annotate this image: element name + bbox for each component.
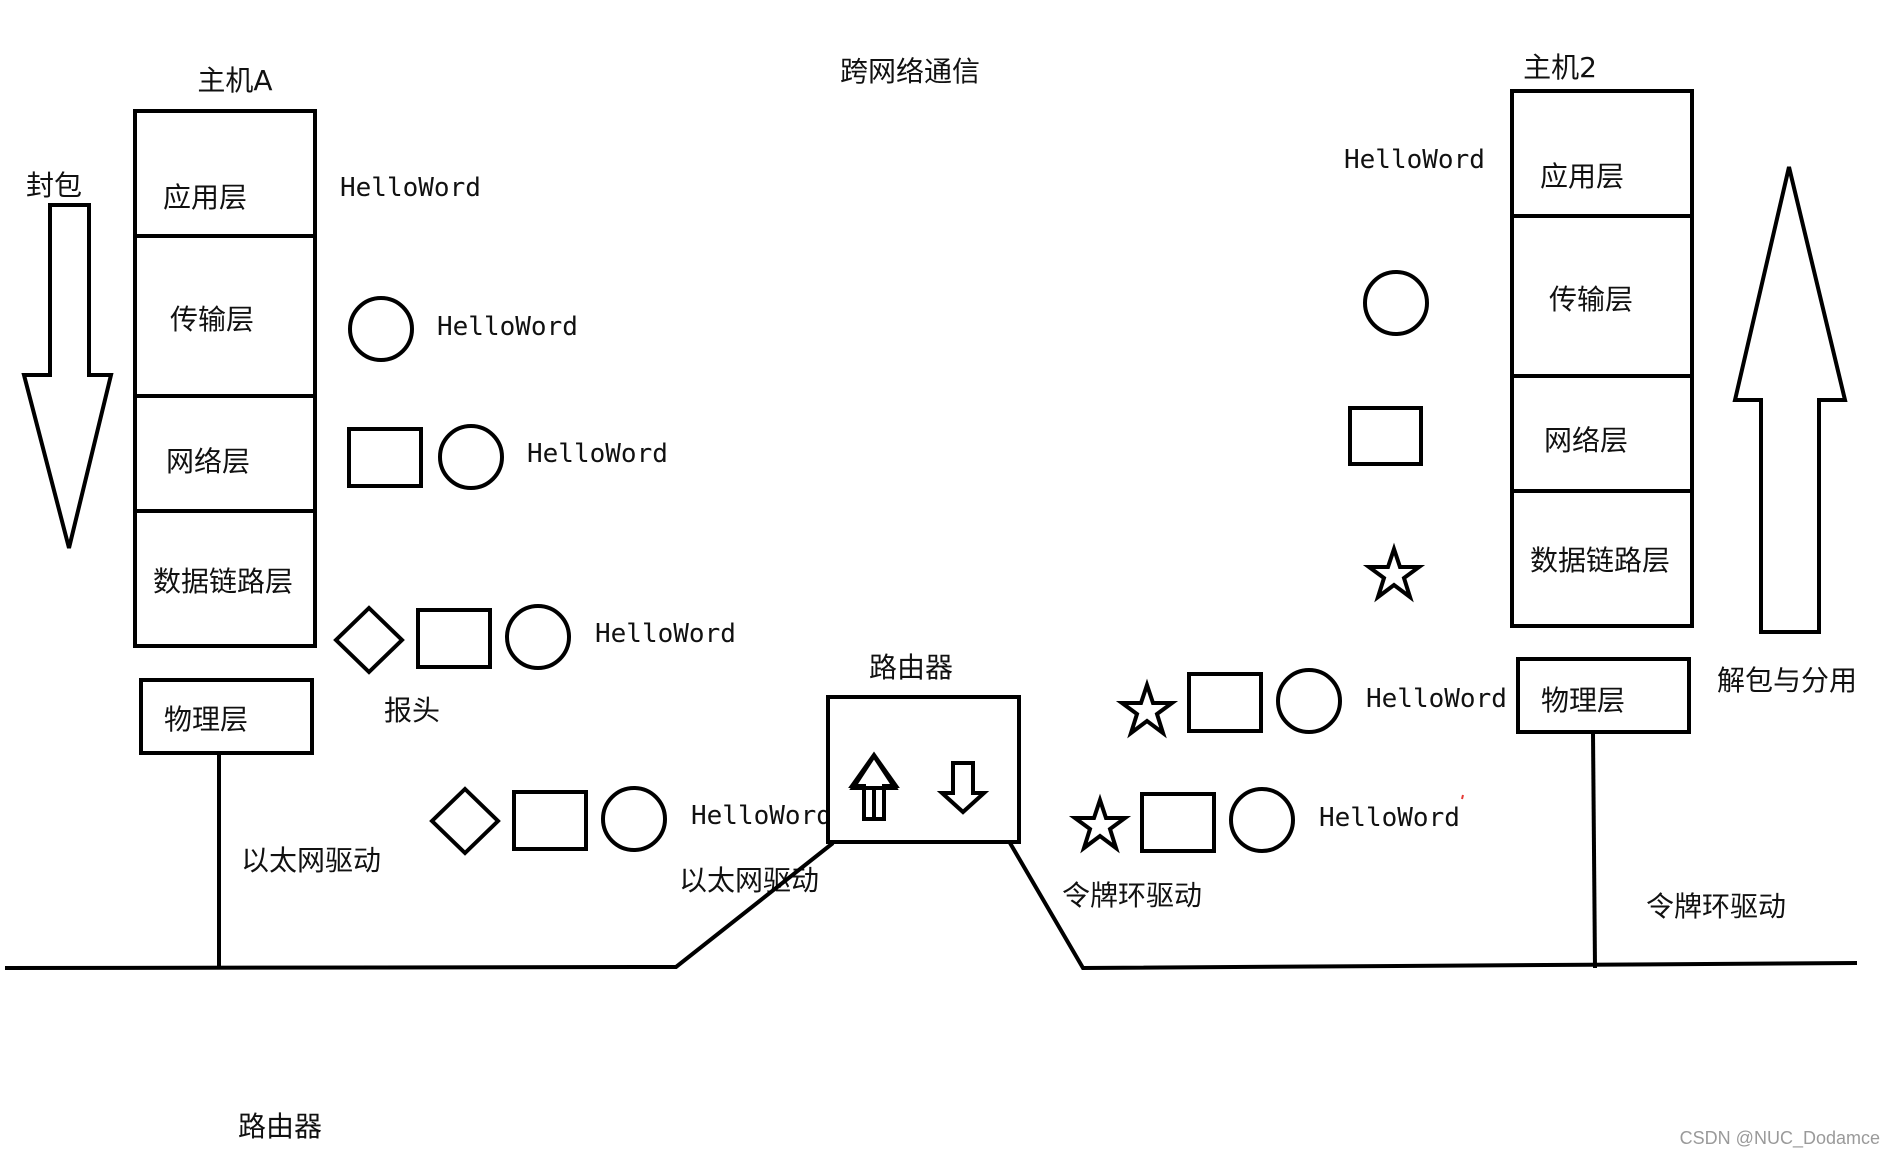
ethernet-driver-left-label: 以太网驱动 [241, 844, 381, 877]
host-b-application-layer-label: 应用层 [1540, 160, 1624, 193]
decapsulate-label: 解包与分用 [1717, 664, 1857, 697]
host-b-physical-layer-label: 物理层 [1541, 684, 1625, 717]
token-driver-router-label: 令牌环驱动 [1062, 879, 1202, 912]
network-header-square-icon [1140, 792, 1216, 853]
host-b-name: 主机2 [1523, 51, 1597, 84]
host-a-transport-layer-label: 传输层 [170, 303, 254, 336]
token-header-star-icon [1362, 542, 1426, 603]
host-b-application-layer-box [1510, 89, 1694, 218]
bottom-router-label: 路由器 [238, 1110, 322, 1143]
stray-red-mark [1461, 794, 1464, 800]
host-a-app-payload-text: HelloWord [340, 173, 481, 203]
transport-header-circle-icon [505, 604, 571, 670]
network-header-square-icon [347, 427, 423, 488]
token-header-star-icon [1115, 678, 1179, 739]
host-b-physical-link [1591, 732, 1597, 969]
host-b-stack: 应用层 传输层 网络层 数据链路层 [1510, 89, 1694, 628]
transport-header-circle-icon [438, 424, 504, 490]
router-in-payload-text: HelloWord [691, 801, 832, 831]
host-a-datalink-layer-box [133, 509, 317, 648]
host-a-physical-layer-box [139, 678, 314, 755]
transport-header-circle-icon [601, 786, 667, 852]
ethernet-driver-router-label: 以太网驱动 [679, 864, 819, 897]
transport-header-circle-icon [1363, 270, 1429, 336]
header-label: 报头 [384, 694, 440, 727]
host-a-name: 主机A [197, 64, 272, 97]
network-header-square-icon [512, 790, 588, 851]
host-a-network-layer-label: 网络层 [166, 445, 250, 478]
token-driver-right-label: 令牌环驱动 [1646, 890, 1786, 923]
token-header-star-icon [1068, 793, 1132, 854]
router-down-arrow-icon [936, 761, 990, 815]
host-a-application-layer-box [133, 109, 317, 238]
decapsulate-up-arrow-icon [1732, 166, 1848, 634]
encapsulate-down-arrow-icon [21, 203, 114, 549]
host-b-datalink-layer-label: 数据链路层 [1530, 544, 1670, 577]
host-a-transport-payload-text: HelloWord [437, 312, 578, 342]
datalink-header-diamond-icon [333, 605, 405, 675]
router-up-arrow-outline-icon [848, 751, 900, 821]
router-box [826, 695, 1021, 844]
router-label: 路由器 [869, 651, 953, 684]
encapsulate-label: 封包 [26, 169, 82, 202]
router-out-payload-text: HelloWord [1319, 803, 1460, 833]
host-a-datalink-payload-text: HelloWord [595, 619, 736, 649]
diagram-title: 跨网络通信 [840, 55, 980, 88]
csdn-watermark: CSDN @NUC_Dodamce [1680, 1128, 1880, 1149]
transport-header-circle-icon [1229, 787, 1295, 853]
host-b-physical-layer-box [1516, 657, 1691, 734]
network-cable-right [1008, 841, 1858, 971]
host-a-stack: 应用层 传输层 网络层 数据链路层 [133, 109, 317, 648]
network-header-square-icon [1187, 672, 1263, 733]
transport-header-circle-icon [1276, 668, 1342, 734]
datalink-header-diamond-icon [429, 786, 501, 856]
network-cable-left [4, 841, 835, 970]
host-b-datalink-layer-box [1510, 489, 1694, 628]
host-a-network-payload-text: HelloWord [527, 439, 668, 469]
host-a-datalink-layer-label: 数据链路层 [153, 565, 293, 598]
host-b-datalink-payload-text: HelloWord [1366, 684, 1507, 714]
host-b-app-payload-text: HelloWord [1344, 145, 1485, 175]
network-header-square-icon [416, 608, 492, 669]
host-a-application-layer-label: 应用层 [163, 181, 247, 214]
host-a-physical-layer-label: 物理层 [164, 703, 248, 736]
transport-header-circle-icon [348, 296, 414, 362]
host-b-transport-layer-label: 传输层 [1549, 283, 1633, 316]
host-b-network-layer-label: 网络层 [1544, 424, 1628, 457]
network-header-square-icon [1348, 406, 1423, 466]
